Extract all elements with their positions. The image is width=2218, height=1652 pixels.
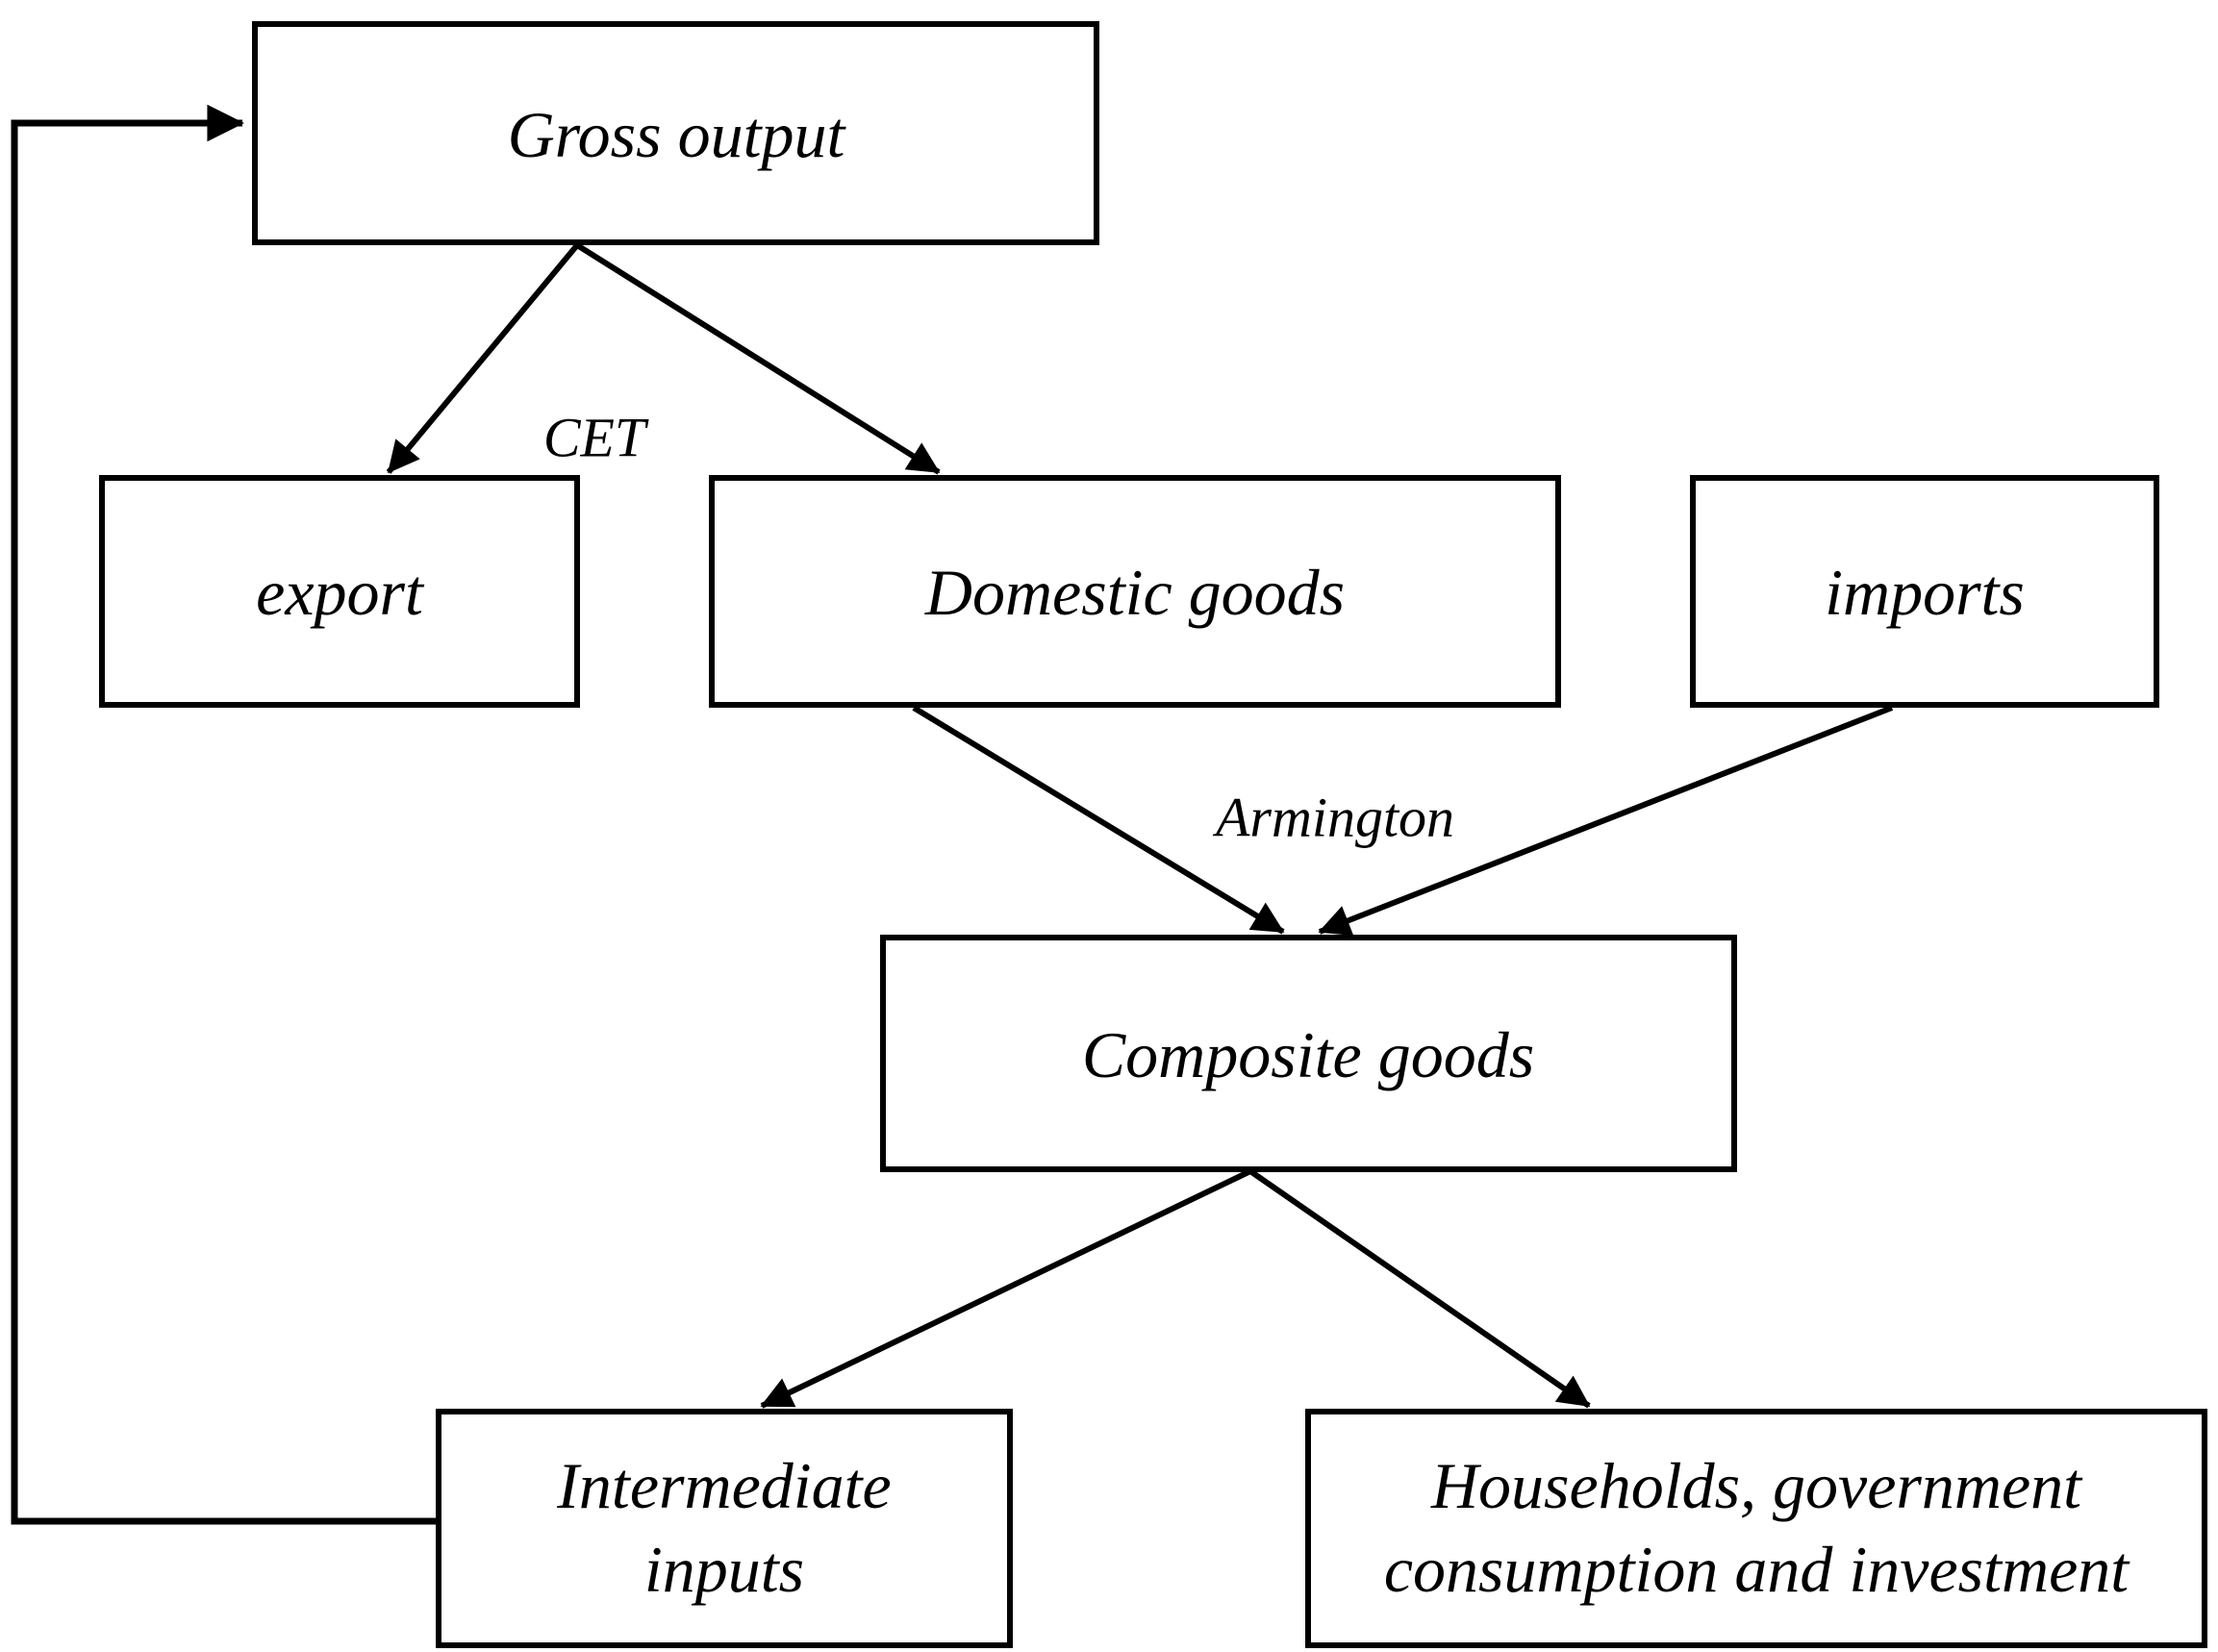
arrow-composite-goods-to-intermediate-inputs [760,1168,1252,1409]
export-label: export [256,556,425,629]
armington-label: Armington [1212,787,1454,849]
imports-label: imports [1825,556,2025,629]
domestic-goods-box [709,475,1561,708]
diagram-edges [11,104,1894,1525]
node-gross-output: Gross output [252,21,1099,245]
arrow-imports-to-composite-goods [1318,705,1894,936]
imports-box [1690,475,2159,708]
intermediate-inputs-label-line1: Intermediate [556,1449,891,1522]
households-label-line1: Households, government [1430,1449,2083,1522]
intermediate-inputs-label-line2: inputs [644,1533,804,1606]
domestic-goods-label: Domestic goods [924,556,1345,629]
composite-goods-label: Composite goods [1082,1018,1534,1091]
gross-output-label: Gross output [508,98,847,171]
node-domestic-goods: Domestic goods [709,475,1561,708]
composite-goods-box [880,935,1737,1172]
arrow-domestic-goods-to-composite-goods [912,705,1285,935]
node-households: Households, government consumption and i… [1305,1409,2207,1648]
gross-output-box [252,21,1099,245]
node-intermediate-inputs: Intermediate inputs [436,1409,1013,1648]
feedback-arrow-intermediate-inputs-to-gross-output [11,104,439,1525]
arrow-gross-output-to-domestic-goods [575,242,941,475]
export-box [99,475,580,708]
cet-label: CET [543,407,649,469]
households-label-line2: consumption and investment [1384,1533,2130,1606]
node-composite-goods: Composite goods [880,935,1737,1172]
node-export: export [99,475,580,708]
intermediate-inputs-box [436,1409,1013,1648]
node-imports: imports [1690,475,2159,708]
arrow-gross-output-to-export [386,243,580,474]
households-box [1305,1409,2207,1648]
diagram-nodes: Gross output export Domestic goods impor… [99,21,2207,1648]
arrow-composite-goods-to-households [1248,1168,1591,1409]
